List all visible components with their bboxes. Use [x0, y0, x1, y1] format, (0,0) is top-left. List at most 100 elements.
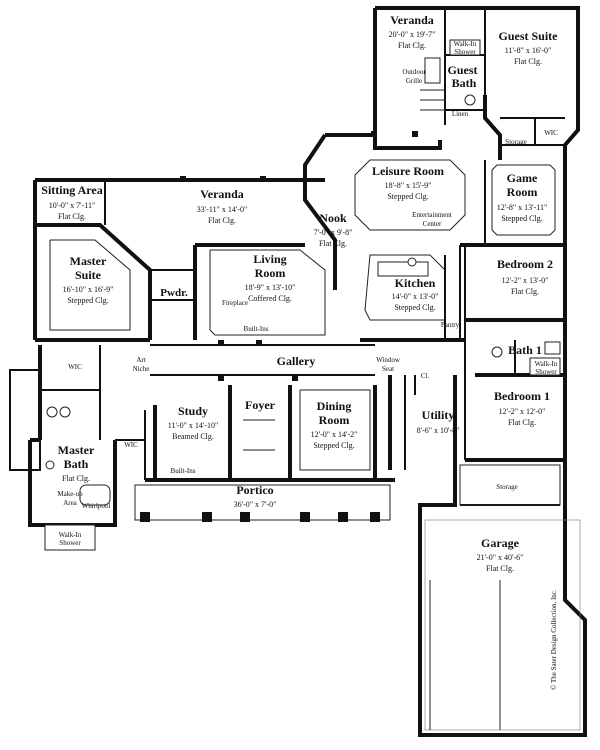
- guest-bath-word-2: Bath: [452, 76, 477, 90]
- dining-name-1: Dining: [317, 399, 352, 413]
- storage-game-label: Storage: [505, 138, 526, 146]
- copyright: © The Sater Design Collection, Inc.: [550, 589, 558, 690]
- bedroom2-name: Bedroom 2: [497, 257, 553, 271]
- garage-walls: [418, 460, 587, 737]
- living-dim: 18'-9" x 13'-10": [245, 283, 296, 292]
- foyer-name: Foyer: [245, 398, 276, 412]
- nook-clg: Flat Clg.: [319, 239, 347, 248]
- bath1-shower-1: Walk-In: [535, 360, 558, 368]
- veranda-main-clg: Flat Clg.: [208, 216, 236, 225]
- veranda-main-name: Veranda: [200, 187, 244, 201]
- game-name-1: Game: [507, 171, 538, 185]
- guest-bath-name: Guest Bath: [448, 63, 481, 90]
- portico-dim: 36'-0" x 7'-0": [234, 500, 277, 509]
- master-suite-clg: Stepped Clg.: [67, 296, 108, 305]
- study-dim: 11'-0" x 14'-10": [168, 421, 218, 430]
- veranda-top-name: Veranda: [390, 13, 434, 27]
- wic-guest-label: WIC: [544, 129, 558, 137]
- outdoor-grille-fixture: [424, 57, 441, 84]
- bath1-name: Bath 1: [508, 343, 542, 357]
- gallery-name: Gallery: [277, 354, 316, 368]
- bedroom1-name: Bedroom 1: [494, 389, 550, 403]
- veranda-columns: [180, 131, 418, 381]
- dining-dim: 12'-0" x 14'-2": [311, 430, 358, 439]
- bath1-shower-2: Shower: [535, 368, 557, 376]
- leisure-walls: [303, 133, 565, 290]
- study-clg: Beamed Clg.: [172, 432, 214, 441]
- window-seat-2: Seat: [382, 365, 394, 373]
- master-shower: [44, 524, 96, 551]
- linen-label: Linen: [452, 110, 469, 118]
- guest-toilet-fixture: [464, 94, 476, 106]
- utility-walls: [388, 375, 457, 470]
- makeup-1: Make-up: [57, 490, 83, 498]
- leisure-clg: Stepped Clg.: [387, 192, 428, 201]
- fireplace-label: Fireplace: [222, 299, 248, 307]
- master-toilet-1: [46, 406, 58, 418]
- whirlpool-tub: [79, 484, 111, 506]
- guest-shower-fixture: [449, 39, 481, 56]
- bedroom-wing-walls: [464, 240, 567, 462]
- window-seat-1: Window: [376, 356, 401, 364]
- master-sink: [45, 460, 55, 470]
- nook-dim: 7'-0" x 9'-8": [314, 228, 353, 237]
- art-niche-1: Art: [136, 356, 145, 364]
- study-name: Study: [178, 404, 208, 418]
- living-name-2: Room: [255, 266, 286, 280]
- sitting-name: Sitting Area: [41, 183, 102, 197]
- garage-name: Garage: [481, 536, 520, 550]
- sitting-dim: 10'-0" x 7'-11": [49, 201, 95, 210]
- master-suite-name-2: Suite: [75, 268, 102, 282]
- bedroom1-clg: Flat Clg.: [508, 418, 536, 427]
- bedroom1-dim: 12'-2" x 12'-0": [499, 407, 546, 416]
- guest-suite-name: Guest Suite: [498, 29, 558, 43]
- wic-study-label: WIC: [124, 441, 138, 449]
- game-dim: 12'-8" x 13'-11": [497, 203, 547, 212]
- master-shower-2: Shower: [59, 539, 81, 547]
- veranda-top-dim: 20'-0" x 19'-7": [389, 30, 436, 39]
- kitchen-name: Kitchen: [395, 276, 436, 290]
- dining-name-2: Room: [319, 413, 350, 427]
- leisure-dim: 18'-8" x 15'-9": [385, 181, 432, 190]
- guest-suite-dim: 11'-8" x 16'-0": [505, 46, 551, 55]
- kitchen-dim: 14'-0" x 13'-0": [392, 292, 439, 301]
- game-name-2: Room: [507, 185, 538, 199]
- master-suite-dim: 16'-10" x 16'-9": [63, 285, 114, 294]
- outdoor-grille-label-1: Outdoor: [402, 68, 426, 76]
- master-bath-name-1: Master: [58, 443, 95, 457]
- portico-name: Portico: [236, 483, 273, 497]
- dining-clg: Stepped Clg.: [313, 441, 354, 450]
- master-bath-clg: Flat Clg.: [62, 474, 90, 483]
- guest-suite-clg: Flat Clg.: [514, 57, 542, 66]
- walk-in-shower-top-2: Shower: [454, 48, 476, 56]
- pantry-label: Pantry: [441, 321, 460, 329]
- bath1-shower: [529, 357, 561, 376]
- utility-dim: 8'-6" x 10'-8": [417, 426, 460, 435]
- guest-bath-word-1: Guest: [448, 63, 478, 77]
- master-shower-1: Walk-In: [59, 531, 82, 539]
- master-suite-name-1: Master: [70, 254, 107, 268]
- wic-master-label: WIC: [68, 363, 82, 371]
- kitchen-clg: Stepped Clg.: [394, 303, 435, 312]
- entertainment-1: Entertainment: [412, 211, 452, 219]
- built-ins-study-label: Built-Ins: [171, 467, 196, 475]
- entertainment-2: Center: [423, 220, 442, 228]
- master-bath-name-2: Bath: [64, 457, 89, 471]
- master-bath-walls: [9, 345, 146, 551]
- guest-wing-walls: [325, 6, 580, 240]
- cl-label: Cl.: [421, 372, 430, 380]
- living-clg: Coffered Clg.: [248, 294, 292, 303]
- bath1-toilet: [491, 346, 503, 358]
- art-niche-2: Niche: [133, 365, 150, 373]
- whirlpool-label: Whirlpool: [82, 502, 111, 510]
- garage-clg: Flat Clg.: [486, 564, 514, 573]
- walk-in-shower-top-1: Walk-In: [454, 40, 477, 48]
- kitchen-island: [377, 261, 429, 277]
- portico: [134, 484, 391, 522]
- bath1-sink: [544, 341, 561, 355]
- game-clg: Stepped Clg.: [501, 214, 542, 223]
- gallery-walls: [145, 344, 395, 482]
- pwdr-name: Pwdr.: [160, 287, 188, 299]
- bedroom2-dim: 12'-2" x 13'-0": [502, 276, 549, 285]
